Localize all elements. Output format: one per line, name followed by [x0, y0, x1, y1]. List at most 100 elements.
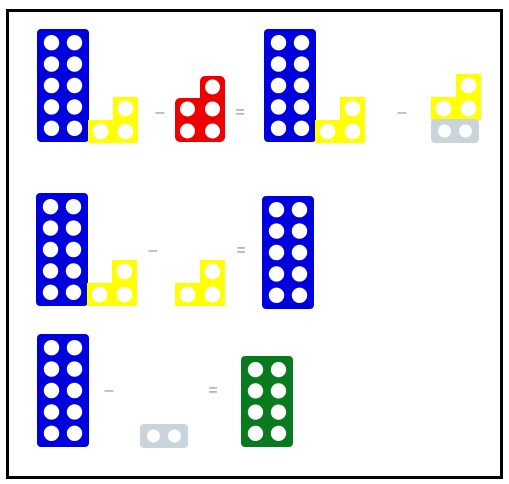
peg-hole — [461, 78, 477, 94]
peg-hole — [248, 404, 263, 419]
peg-hole — [269, 266, 284, 281]
peg-hole — [118, 124, 134, 140]
ten-piece — [37, 334, 89, 447]
peg-hole — [292, 266, 307, 281]
equation-row-2: –= — [36, 193, 314, 309]
peg-hole — [67, 361, 82, 376]
peg-hole — [269, 223, 284, 238]
peg-hole — [205, 102, 220, 117]
minus-sign: – — [398, 104, 407, 121]
eight-piece — [241, 356, 293, 447]
peg-hole — [44, 426, 59, 441]
peg-hole — [205, 287, 221, 303]
equation-row-3: –= — [37, 334, 293, 448]
peg-hole — [271, 383, 286, 398]
peg-hole — [43, 242, 58, 257]
peg-hole — [248, 383, 263, 398]
peg-hole — [44, 361, 59, 376]
ten-piece — [262, 196, 314, 309]
peg-hole — [67, 78, 82, 93]
peg-hole — [248, 362, 263, 377]
peg-hole — [459, 125, 472, 138]
peg-hole — [66, 285, 81, 300]
peg-hole — [438, 125, 451, 138]
peg-hole — [67, 99, 82, 114]
equation-row-1: – = – — [37, 29, 481, 143]
three-piece-red — [175, 76, 225, 142]
minus-sign: – — [149, 242, 158, 259]
three-piece — [175, 260, 225, 306]
peg-hole — [43, 199, 58, 214]
peg-hole — [271, 404, 286, 419]
peg-hole — [271, 362, 286, 377]
peg-hole — [93, 124, 109, 140]
peg-hole — [44, 99, 59, 114]
peg-hole — [168, 430, 181, 443]
peg-hole — [271, 121, 286, 136]
peg-hole — [205, 80, 220, 95]
peg-hole — [294, 35, 309, 50]
peg-hole — [269, 245, 284, 260]
peg-hole — [269, 288, 284, 303]
peg-hole — [292, 223, 307, 238]
peg-hole — [66, 263, 81, 278]
minus-sign: – — [156, 104, 165, 121]
equals-sign: = — [208, 382, 217, 399]
peg-hole — [66, 199, 81, 214]
peg-hole — [44, 78, 59, 93]
peg-hole — [67, 404, 82, 419]
peg-hole — [294, 121, 309, 136]
peg-hole — [66, 220, 81, 235]
peg-hole — [271, 56, 286, 71]
peg-hole — [147, 430, 160, 443]
peg-hole — [43, 285, 58, 300]
two-piece — [431, 119, 479, 143]
equals-sign: = — [236, 242, 245, 259]
peg-hole — [43, 263, 58, 278]
peg-hole — [294, 78, 309, 93]
peg-hole — [180, 287, 196, 303]
peg-hole — [44, 121, 59, 136]
ten-piece — [36, 193, 88, 306]
three-piece — [87, 260, 137, 306]
peg-hole — [269, 202, 284, 217]
peg-hole — [294, 99, 309, 114]
peg-hole — [271, 99, 286, 114]
peg-hole — [117, 264, 133, 280]
peg-hole — [461, 101, 477, 117]
peg-hole — [44, 35, 59, 50]
peg-hole — [436, 101, 452, 117]
peg-hole — [92, 287, 108, 303]
peg-hole — [117, 287, 133, 303]
peg-hole — [180, 102, 195, 117]
three-piece — [431, 74, 481, 120]
peg-hole — [205, 124, 220, 139]
peg-hole — [320, 124, 336, 140]
ten-piece — [264, 29, 316, 142]
peg-hole — [205, 264, 221, 280]
peg-hole — [66, 242, 81, 257]
peg-hole — [118, 101, 134, 117]
peg-hole — [67, 383, 82, 398]
peg-hole — [67, 35, 82, 50]
peg-hole — [271, 78, 286, 93]
peg-hole — [44, 340, 59, 355]
peg-hole — [271, 426, 286, 441]
three-piece — [88, 97, 138, 143]
peg-hole — [345, 101, 361, 117]
peg-hole — [180, 124, 195, 139]
peg-hole — [44, 404, 59, 419]
peg-hole — [67, 121, 82, 136]
peg-hole — [44, 383, 59, 398]
ten-piece — [37, 29, 89, 142]
peg-hole — [43, 220, 58, 235]
peg-hole — [292, 288, 307, 303]
peg-hole — [294, 56, 309, 71]
peg-hole — [345, 124, 361, 140]
peg-hole — [67, 340, 82, 355]
peg-hole — [271, 35, 286, 50]
minus-sign: – — [105, 382, 114, 399]
equals-sign: = — [235, 104, 244, 121]
peg-hole — [67, 56, 82, 71]
